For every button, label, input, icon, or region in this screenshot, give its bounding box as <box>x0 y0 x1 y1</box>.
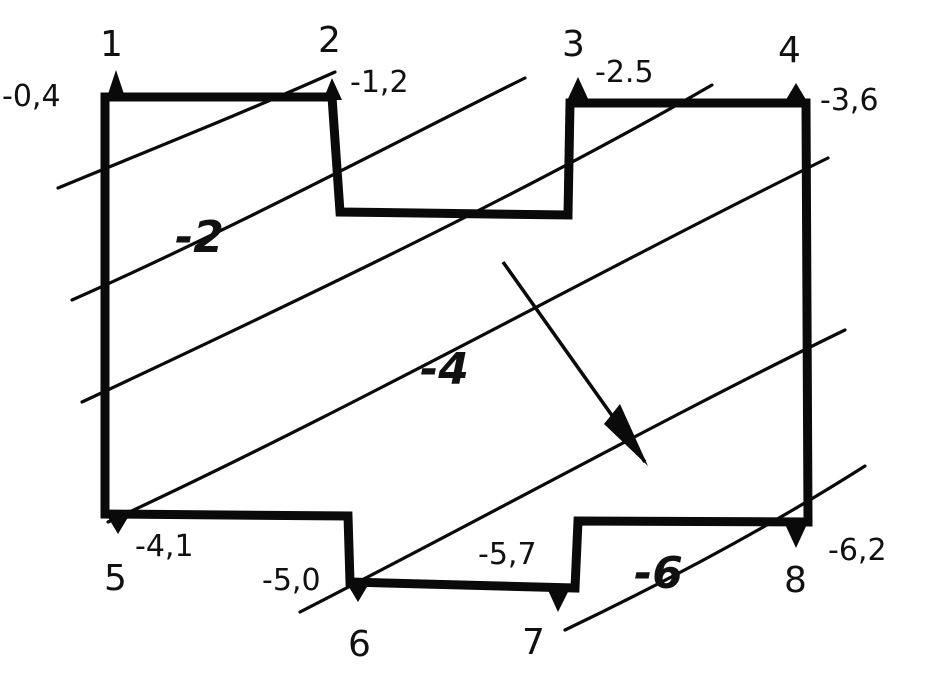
slope-arrow-head <box>604 404 648 466</box>
elevation-1: -0,4 <box>2 79 61 114</box>
marker-1 <box>106 70 126 100</box>
marker-5 <box>106 514 130 534</box>
point-number-4: 4 <box>778 30 801 71</box>
point-number-7: 7 <box>522 622 545 663</box>
marker-7 <box>547 588 570 612</box>
elevation-7: -5,7 <box>478 537 537 572</box>
point-number-6: 6 <box>348 624 371 665</box>
elevation-3: -2.5 <box>595 55 654 90</box>
contour-line <box>70 76 527 302</box>
contour-label-minus-2: -2 <box>175 212 224 263</box>
elevation-2: -1,2 <box>350 65 409 100</box>
contour-label-minus-6: -6 <box>634 548 683 599</box>
marker-2 <box>323 78 342 100</box>
elevation-4: -3,6 <box>820 83 879 118</box>
marker-4 <box>784 83 808 103</box>
marker-3 <box>566 77 590 103</box>
corner-markers <box>106 70 808 612</box>
contour-lines <box>56 70 867 632</box>
marker-8 <box>784 522 808 548</box>
marker-6 <box>346 582 370 602</box>
point-number-1: 1 <box>100 24 123 65</box>
point-number-8: 8 <box>784 560 807 601</box>
contour-line <box>80 83 714 404</box>
slope-arrow <box>501 260 648 466</box>
point-number-3: 3 <box>562 24 585 65</box>
elevation-6: -5,0 <box>262 563 321 598</box>
contour-line <box>298 328 847 614</box>
point-number-5: 5 <box>104 558 127 599</box>
contour-value-labels: -2 -4 -6 <box>175 212 683 599</box>
contour-line <box>106 156 830 524</box>
contour-line <box>563 464 867 632</box>
elevation-5: -4,1 <box>135 529 194 564</box>
elevation-8: -6,2 <box>828 533 887 568</box>
point-number-2: 2 <box>318 20 341 61</box>
contour-line <box>56 70 337 190</box>
contour-label-minus-4: -4 <box>420 344 469 395</box>
elevation-labels: -0,4 -1,2 -2.5 -3,6 -4,1 -5,0 -5,7 -6,2 <box>2 55 887 598</box>
point-numbers: 1 2 3 4 5 6 7 8 <box>100 20 807 665</box>
